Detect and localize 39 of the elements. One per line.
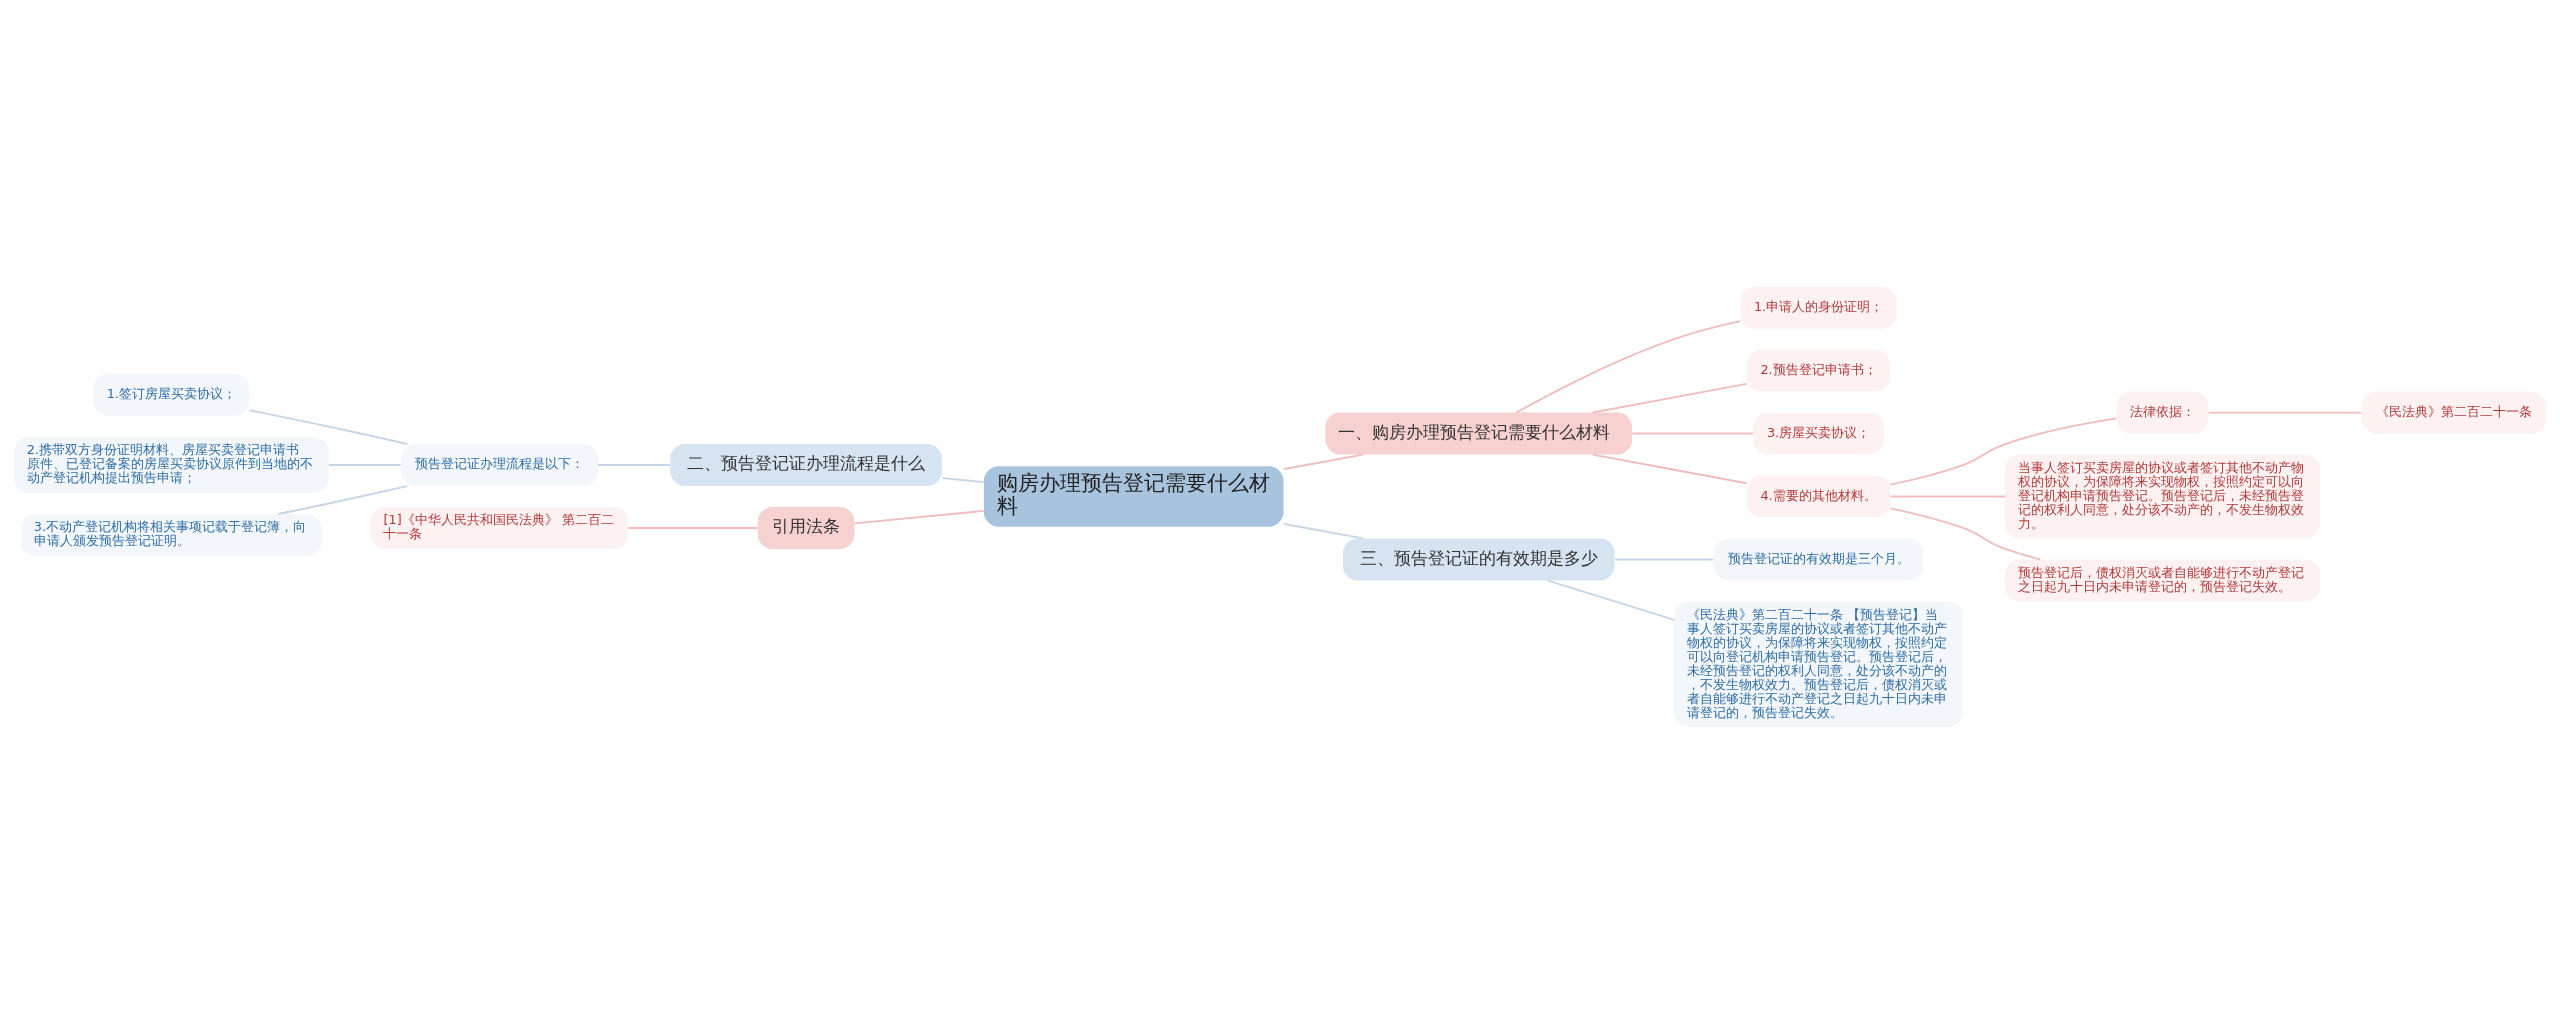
node-box: 一、购房办理预告登记需要什么材料: [1325, 412, 1633, 455]
connector: [1282, 522, 1364, 540]
node-box: 当事人签订买卖房屋的协议或者签订其他不动产物权的协议，为保障将来实现物权，按照约定可以向登记机构申请预告登记。预告登记后，未经预告登记的权利人同意，处分该不动产的，不发生物权效力。: [2005, 454, 2320, 539]
connector: [1591, 382, 1748, 414]
node-box: 预告登记证办理流程是以下：: [401, 444, 598, 486]
connector: [1591, 453, 1748, 485]
node-box: 3.不动产登记机构将相关事项记载于登记簿，向申请人颁发预告登记证明。: [20, 514, 322, 556]
connector: [1515, 320, 1742, 414]
node-box: 《民法典》第二百二十一条 【预告登记】当事人签订买卖房屋的协议或者签订其他不动产物权的协议，为保障将来实现物权，按照约定可以向登记机构申请预告登记。预告登记后，未经预告登记的权利人同意，处分该不动产的，不发生物权效力。预告登记后，债权消灭或者自能够进行不动产登记之日起九十日内未申请登记的，预告登记失效。: [1674, 601, 1964, 728]
connector: [248, 409, 409, 445]
node-box: 购房办理预告登记需要什么材料: [983, 466, 1284, 527]
node-box: 二、预告登记证办理流程是什么: [670, 444, 942, 486]
node-box: [1]《中华人民共和国民法典》 第二百二十一条: [370, 507, 629, 549]
connector: [627, 527, 759, 529]
connector: [1889, 495, 2007, 498]
connector: [1546, 579, 1675, 621]
connector: [327, 464, 402, 466]
node-box: 引用法条: [757, 507, 855, 549]
connector: [1282, 453, 1364, 471]
connector: [1631, 432, 1754, 435]
node-box: 预告登记后，债权消灭或者自能够进行不动产登记之日起九十日内未申请登记的，预告登记失效。: [2005, 559, 2320, 602]
node-box: 法律依据：: [2116, 391, 2209, 434]
connector: [941, 477, 985, 484]
node-box: 《民法典》第二百二十一条: [2361, 391, 2547, 434]
connector: [853, 510, 985, 525]
node-box: 3.房屋买卖协议；: [1753, 412, 1884, 455]
node-box: 2.预告登记申请书；: [1746, 349, 1891, 392]
connector: [277, 485, 409, 515]
connector: [1613, 558, 1715, 561]
node-box: 2.携带双方身份证明材料、房屋买卖登记申请书原件、已登记备案的房屋买卖协议原件到当地的不动产登记机构提出预告申请；: [13, 437, 329, 493]
connector: [1889, 417, 2118, 486]
connector: [1889, 507, 2042, 561]
node-box: 1.签订房屋买卖协议；: [93, 374, 250, 417]
node-box: 4.需要的其他材料。: [1746, 475, 1891, 518]
node-box: 预告登记证的有效期是三个月。: [1713, 538, 1924, 581]
connector: [2207, 411, 2363, 414]
node-box: 1.申请人的身份证明；: [1740, 286, 1897, 329]
node-box: 三、预告登记证的有效期是多少: [1342, 538, 1615, 581]
connector: [597, 464, 672, 466]
